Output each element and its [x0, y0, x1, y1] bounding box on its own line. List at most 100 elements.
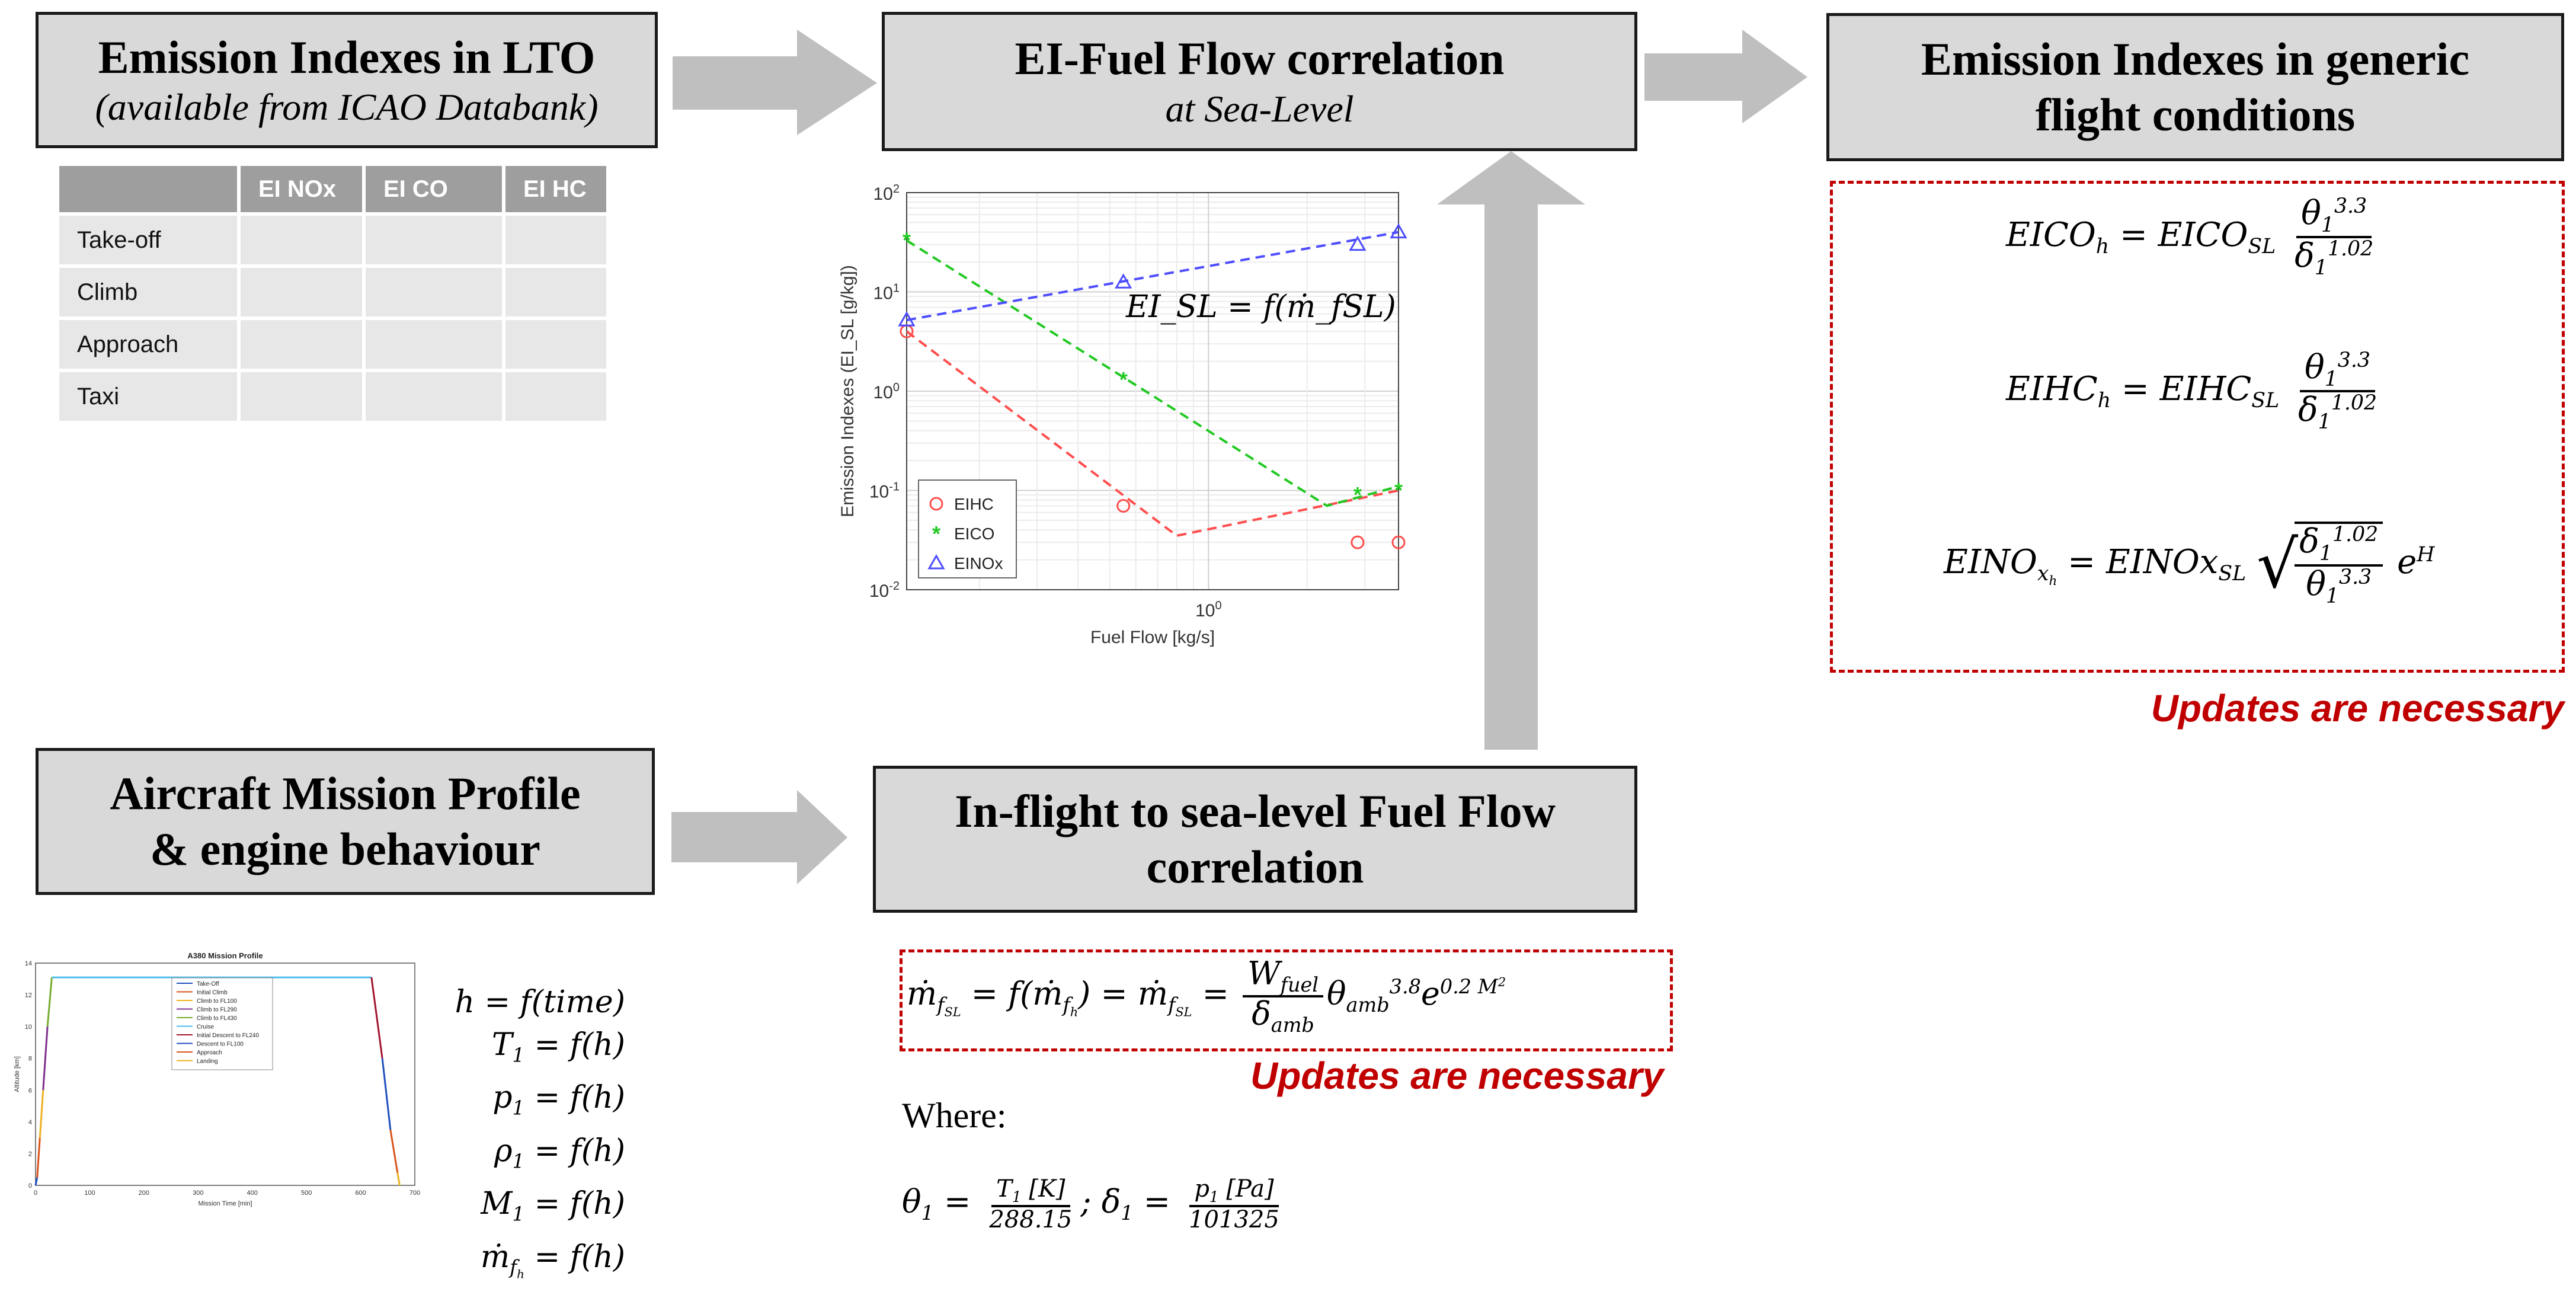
generic-title-line2: flight conditions	[2035, 89, 2356, 140]
mission-phase-line	[381, 1058, 392, 1130]
mission-chart-title: A380 Mission Profile	[187, 951, 263, 960]
updates-label-generic: Updates are necessary	[2151, 687, 2564, 730]
legend-label: Climb to FL430	[197, 1015, 237, 1022]
mission-profile-chart: A380 Mission Profile 0 100 200 300 400 500 600 7…	[14, 951, 420, 1207]
inflight-title-line1: In-flight to sea-level Fuel Flow	[955, 785, 1556, 837]
table-cell: Approach	[59, 320, 237, 369]
y-tick-label: 4	[28, 1119, 32, 1126]
lto-table: EI NOx EI CO EI HC Take-off Climb Approa…	[56, 162, 610, 424]
legend-label: Approach	[197, 1050, 222, 1056]
generic-box: Emission Indexes in generic flight condi…	[1826, 13, 2564, 161]
legend-label: Initial Climb	[197, 990, 228, 996]
legend-marker: *	[932, 522, 940, 546]
data-point-eico: *	[1353, 482, 1362, 507]
chart-annotation: EI_SL = f(ṁ_fSL)	[1125, 289, 1396, 325]
x-axis-label: Mission Time [min]	[198, 1200, 252, 1207]
x-tick-label: 100	[84, 1190, 95, 1197]
table-cell: Taxi	[59, 372, 237, 421]
table-cell	[241, 320, 362, 369]
table-header-cell: EI CO	[366, 166, 502, 212]
fit-line-eihc	[905, 330, 1399, 538]
table-header-cell	[59, 166, 237, 212]
eq-rho1: ρ1 = f(h)	[494, 1133, 625, 1173]
legend-label: Take-Off	[197, 981, 219, 987]
data-point-eico: *	[1394, 478, 1403, 503]
table-cell: Take-off	[59, 216, 237, 264]
y-tick-label: 100	[873, 381, 900, 402]
x-tick-label: 0	[34, 1190, 37, 1197]
inflight-title-line2: correlation	[1146, 841, 1364, 893]
fit-line-eico	[905, 239, 1399, 507]
arrow-lto-to-corr	[673, 30, 877, 135]
mission-phase-line	[42, 1027, 49, 1091]
legend-marker	[927, 554, 945, 570]
legend-frame	[918, 479, 1017, 578]
arrow-corr-to-generic	[1644, 30, 1807, 123]
legend-label: Initial Descent to FL240	[197, 1032, 259, 1039]
y-axis-label: Altitude [km]	[14, 1056, 21, 1092]
table-cell	[505, 372, 606, 421]
generic-title-line1: Emission Indexes in generic	[1921, 33, 2470, 85]
x-tick-label: 700	[409, 1190, 420, 1197]
table-cell	[366, 268, 502, 316]
mission-phase-line	[46, 977, 53, 1027]
table-header-cell: EI NOx	[241, 166, 362, 212]
mission-phase-line	[36, 1137, 41, 1178]
inflight-box: In-flight to sea-level Fuel Flow correla…	[873, 766, 1637, 913]
table-cell	[366, 372, 502, 421]
table-cell	[366, 216, 502, 264]
x-tick-label: 100	[1195, 599, 1222, 621]
table-header-cell: EI HC	[505, 166, 606, 212]
lto-box: Emission Indexes in LTO (available from …	[36, 12, 658, 148]
lto-table-header: EI NOx EI CO EI HC	[59, 166, 606, 212]
generic-formulas-box	[1830, 181, 2565, 673]
x-tick-label: 400	[247, 1190, 258, 1197]
plot-frame	[906, 192, 1399, 590]
legend-marker	[929, 497, 943, 511]
legend-label: EINOx	[954, 554, 1003, 573]
table-cell	[505, 216, 606, 264]
y-tick-label: 102	[873, 183, 900, 204]
fit-line-einox	[906, 231, 1399, 322]
eq-M1: M1 = f(h)	[481, 1186, 625, 1226]
legend-frame	[171, 977, 273, 1070]
table-cell	[505, 320, 606, 369]
data-point-einox	[1349, 235, 1367, 251]
table-cell	[241, 372, 362, 421]
x-tick-label: 300	[193, 1190, 203, 1197]
mission-phase-line	[396, 1172, 401, 1186]
table-cell	[241, 268, 362, 316]
eq-h: h = f(time)	[455, 984, 625, 1020]
data-point-eico: *	[903, 228, 911, 252]
x-tick-label: 500	[301, 1190, 312, 1197]
eq-mf: ṁfh = f(h)	[480, 1239, 625, 1281]
data-point-einox	[1390, 223, 1407, 239]
y-tick-label: 101	[873, 282, 900, 303]
data-point-eico: *	[1119, 367, 1128, 392]
inflight-formula-box	[900, 949, 1673, 1051]
table-row: Approach	[59, 320, 606, 369]
mission-equations: h = f(time) T1 = f(h) p1 = f(h) ρ1 = f(h…	[430, 981, 625, 1295]
x-tick-label: 200	[139, 1190, 149, 1197]
data-point-eihc	[1391, 535, 1406, 549]
mission-phase-line	[389, 1130, 399, 1173]
legend-label: EICO	[954, 525, 994, 543]
mission-phase-line	[39, 1090, 44, 1138]
data-point-eihc	[1116, 498, 1131, 513]
y-tick-label: 2	[28, 1150, 32, 1157]
x-tick-label: 600	[355, 1190, 366, 1197]
eq-theta-delta: θ1 = T1 [K]288.15; δ1 = p1 [Pa]101325	[902, 1175, 1279, 1234]
table-cell	[505, 268, 606, 316]
y-tick-label: 12	[25, 992, 32, 999]
updates-label-inflight: Updates are necessary	[1250, 1054, 1664, 1097]
legend-label: Climb to FL100	[197, 998, 237, 1005]
table-cell: Climb	[59, 268, 237, 316]
